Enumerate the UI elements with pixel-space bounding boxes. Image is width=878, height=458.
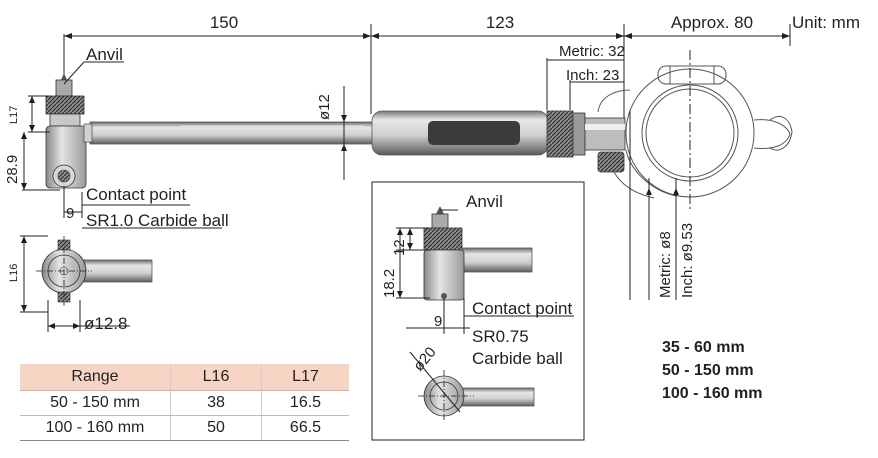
top-dimensions bbox=[63, 24, 791, 120]
range-item: 35 - 60 mm bbox=[662, 339, 745, 356]
dim-dia-12: ø12 bbox=[316, 94, 333, 120]
dim-approx-80: Approx. 80 bbox=[671, 13, 753, 32]
dim-inch-dia953: Inch: ø9.53 bbox=[679, 223, 696, 298]
measuring-head bbox=[45, 73, 93, 189]
inset-box bbox=[371, 181, 585, 441]
dim-l16: L16 bbox=[8, 264, 20, 282]
range-item: 100 - 160 mm bbox=[662, 385, 763, 402]
dim-l17: L17 bbox=[8, 106, 20, 124]
contact-point-leader bbox=[63, 186, 222, 229]
cell-l17: 16.5 bbox=[261, 390, 349, 416]
knurled-collar bbox=[546, 110, 574, 158]
inset-dim-9: 9 bbox=[434, 313, 442, 330]
metric-inch-dim-lines bbox=[547, 59, 624, 83]
label-contact-point: Contact point bbox=[86, 185, 186, 204]
unit-label: Unit: mm bbox=[792, 13, 860, 32]
inset-dim-12: 12 bbox=[391, 239, 408, 256]
inset-head-side bbox=[423, 206, 533, 301]
col-l16: L16 bbox=[170, 364, 262, 391]
inset-label-sr075: SR0.75 bbox=[472, 327, 529, 346]
col-range: Range bbox=[20, 364, 171, 391]
cell-l17: 66.5 bbox=[261, 415, 349, 441]
dim-123: 123 bbox=[486, 13, 514, 32]
inset-label-anvil: Anvil bbox=[466, 192, 503, 211]
cell-l16: 50 bbox=[170, 415, 262, 441]
dial-centerlines bbox=[629, 50, 691, 300]
extension-rod bbox=[89, 121, 375, 145]
spec-table: Range L16 L17 50 - 150 mm 38 16.5 100 - … bbox=[20, 364, 349, 441]
table-row: 50 - 150 mm 38 16.5 bbox=[20, 390, 349, 416]
label-anvil: Anvil bbox=[86, 45, 123, 64]
dim-dia-12-8: ø12.8 bbox=[84, 314, 127, 333]
dim-metric-dia8: Metric: ø8 bbox=[657, 231, 674, 298]
inset-label-contact-point: Contact point bbox=[472, 299, 572, 318]
range-list: 35 - 60 mm 50 - 150 mm 100 - 160 mm bbox=[662, 336, 763, 405]
cell-l16: 38 bbox=[170, 390, 262, 416]
inset-dim-18-2: 18.2 bbox=[381, 269, 398, 298]
dimension-arrows bbox=[64, 33, 790, 39]
table-row: 100 - 160 mm 50 66.5 bbox=[20, 415, 349, 441]
head-top-view bbox=[36, 236, 153, 306]
dim-9: 9 bbox=[66, 205, 74, 222]
cell-range: 100 - 160 mm bbox=[20, 415, 171, 441]
clamp-screw bbox=[597, 151, 625, 173]
range-item: 50 - 150 mm bbox=[662, 362, 754, 379]
inset-label-carbide-ball: Carbide ball bbox=[472, 349, 563, 368]
dim-metric-32: Metric: 32 bbox=[559, 43, 625, 60]
cell-range: 50 - 150 mm bbox=[20, 390, 171, 416]
dim-150: 150 bbox=[210, 13, 238, 32]
label-sr10-carbide-ball: SR1.0 Carbide ball bbox=[86, 211, 229, 230]
col-l17: L17 bbox=[261, 364, 349, 391]
dim-28-9: 28.9 bbox=[4, 155, 21, 184]
table-header-row: Range L16 L17 bbox=[20, 364, 349, 391]
dim-inch-23: Inch: 23 bbox=[566, 67, 619, 84]
l16-dim-lines bbox=[20, 235, 130, 332]
dial-indicator-outline bbox=[597, 65, 793, 199]
inset-dim-dia-20: ø20 bbox=[410, 344, 440, 375]
inset-dim-lines bbox=[396, 227, 574, 334]
inset-head-top bbox=[409, 351, 535, 422]
grip-insulator bbox=[428, 121, 520, 145]
dial-stem bbox=[584, 117, 626, 151]
